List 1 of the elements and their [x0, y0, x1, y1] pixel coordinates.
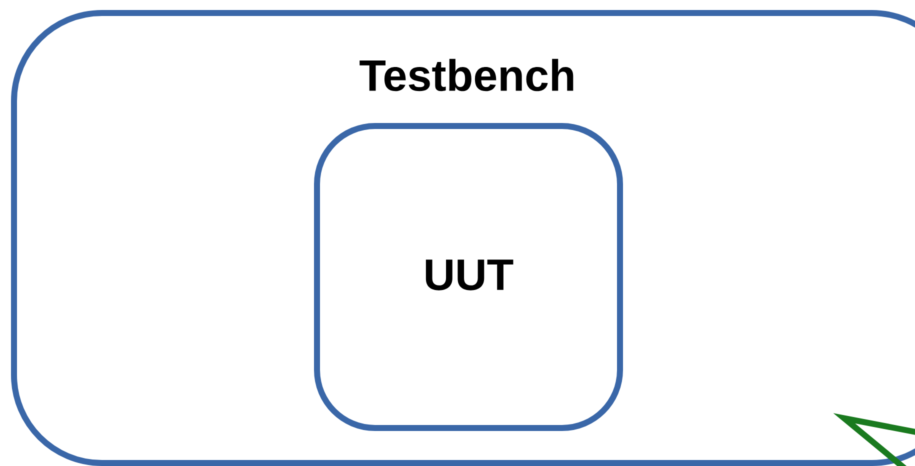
unit-box: UUT — [314, 123, 623, 431]
